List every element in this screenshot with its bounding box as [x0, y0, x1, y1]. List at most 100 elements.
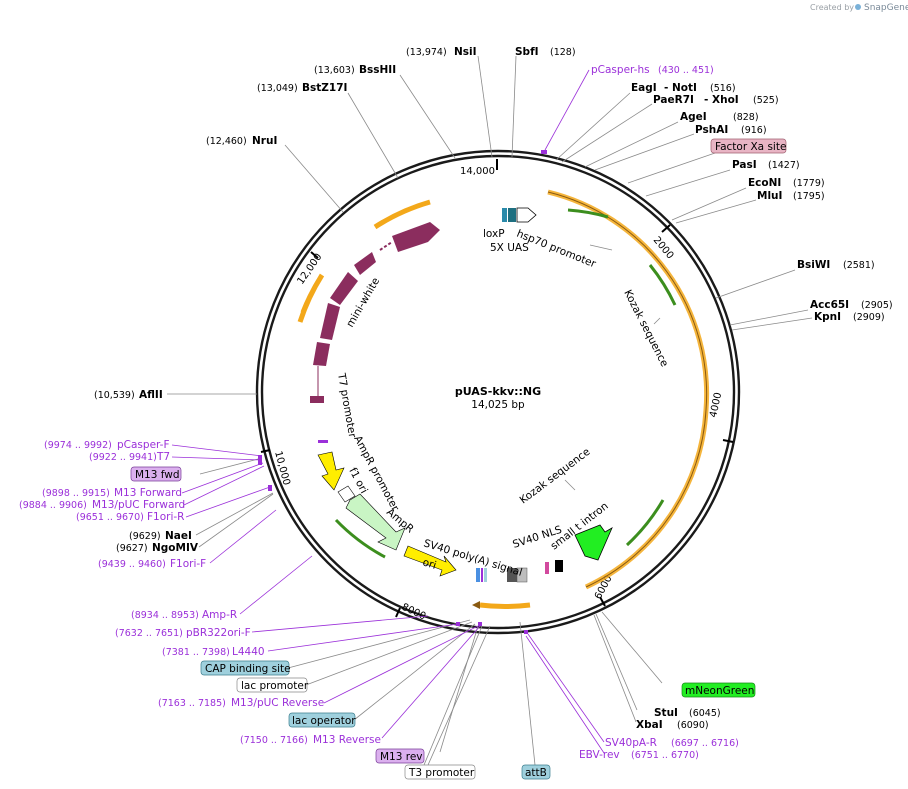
primer-name: F1ori-R — [147, 511, 184, 523]
leader-line — [593, 614, 637, 723]
kozak-label-2: Kozak sequence — [518, 446, 593, 507]
inner-leader — [653, 317, 661, 325]
mini-white-segment — [313, 342, 330, 366]
leader-line — [715, 269, 796, 299]
backbone — [255, 149, 741, 635]
tick-mark — [661, 224, 671, 233]
cap-site-label: CAP binding site — [205, 663, 291, 675]
leader-line — [627, 152, 716, 184]
primer-pos: (7163 .. 7185) — [158, 698, 226, 709]
m13-rev-label: M13 rev — [380, 751, 423, 763]
site-name: EagI — [631, 82, 657, 94]
tick-mark — [722, 439, 734, 443]
orange-arc-outline — [547, 191, 708, 588]
leader-line — [729, 309, 809, 326]
leader-line — [287, 619, 471, 669]
primer-marker — [258, 455, 262, 465]
leader-line — [601, 611, 663, 684]
boxed-labels: Factor Xa site M13 fwd CAP binding site … — [130, 138, 786, 780]
lac-operator-box: lac operator — [288, 712, 356, 728]
primer-leader-line — [171, 456, 263, 461]
plasmid-size: 14,025 bp — [471, 399, 525, 411]
primer-pos: (9651 .. 9670) — [76, 512, 144, 523]
mini-white-small-block — [310, 396, 324, 403]
primer-marker — [541, 150, 547, 154]
snapgene-credit: Created by SnapGene — [810, 3, 908, 13]
mini-white-segment — [330, 272, 358, 305]
tick-label: 14,000 — [460, 166, 495, 177]
primer-leader-line — [323, 625, 479, 704]
site-name: PshAI — [695, 124, 728, 136]
site-name: PaeR7I — [653, 94, 694, 106]
tick-mark — [599, 596, 606, 607]
orange-arc-13000 — [373, 199, 431, 230]
site-name: AgeI — [680, 111, 707, 123]
site-pos: (1779) — [793, 178, 825, 189]
ori-arrow — [403, 545, 457, 577]
m13-fwd-label: M13 fwd — [135, 469, 180, 481]
cyan-block — [484, 568, 487, 582]
ampr-arrow — [345, 493, 406, 551]
green-arcs — [300, 208, 677, 559]
primer-pos: (9974 .. 9992) — [44, 440, 112, 451]
leader-line — [427, 625, 491, 766]
leader-line — [284, 144, 344, 213]
primer-leader-line — [185, 486, 271, 518]
leader-line — [671, 187, 747, 221]
primer-marker — [524, 630, 528, 634]
backbone-inner-strand — [260, 154, 736, 630]
site-name: PasI — [732, 159, 757, 171]
grey-block-light — [516, 567, 528, 583]
sv40-nls-block — [545, 562, 549, 574]
leader-line — [439, 625, 479, 753]
primer-pos: (7381 .. 7398) — [162, 647, 230, 658]
site-name: NaeI — [165, 530, 192, 542]
site-pos: (10,539) — [94, 390, 135, 401]
site-name: MluI — [757, 190, 782, 202]
primer-pos: (7632 .. 7651) — [115, 628, 183, 639]
cap-site-box: CAP binding site — [200, 660, 291, 676]
green-arc-3 — [625, 499, 665, 547]
site-pos: (1795) — [793, 191, 825, 202]
primer-name: SV40pA-R — [605, 737, 657, 749]
leader-line — [645, 169, 731, 197]
primer-pos: (9884 .. 9906) — [19, 500, 87, 511]
leader-line — [594, 133, 695, 171]
leader-line — [198, 493, 274, 548]
primer-name: Amp-R — [202, 609, 237, 621]
backbone-outer-strand — [255, 149, 741, 635]
mneongreen-box: mNeonGreen — [681, 682, 756, 698]
primer-marker — [318, 440, 328, 443]
site-name: BstZ17I — [302, 82, 347, 94]
primer-leader-line — [239, 555, 313, 615]
site-name: NsiI — [454, 46, 477, 58]
site-pos: (13,049) — [257, 83, 298, 94]
primer-leader-line — [209, 509, 277, 564]
lac-promoter-label: lac promoter — [241, 680, 309, 692]
plasmid-name: pUAS-kkv::NG — [455, 385, 541, 398]
leader-line — [199, 457, 263, 475]
site-pos: (128) — [550, 47, 576, 58]
site-name: SbfI — [515, 46, 539, 58]
leader-line — [561, 103, 653, 163]
hsp70-arrow — [516, 207, 537, 223]
site-pos: (13,974) — [406, 47, 447, 58]
primer-labels: pCasper-hs (430 .. 451) (9974 .. 9992) p… — [19, 64, 739, 761]
mini-white-arrow — [392, 222, 440, 252]
site-pos: (516) — [710, 83, 736, 94]
lac-operator-label: lac operator — [292, 715, 356, 727]
leader-line — [555, 92, 631, 161]
mini-white-segment — [320, 303, 340, 340]
site-name: NruI — [252, 135, 277, 147]
mini-white-segment — [354, 252, 376, 275]
orange-arc-bottom — [479, 602, 531, 609]
leader-line — [195, 492, 274, 536]
tick-mark — [395, 607, 401, 618]
site-pos: (1427) — [768, 160, 800, 171]
orange-thin-arc — [300, 279, 320, 313]
orange-arc-arrowhead — [472, 601, 480, 609]
tick-mark — [260, 449, 271, 453]
mini-white-dash — [379, 241, 393, 251]
primer-marker — [478, 622, 482, 626]
